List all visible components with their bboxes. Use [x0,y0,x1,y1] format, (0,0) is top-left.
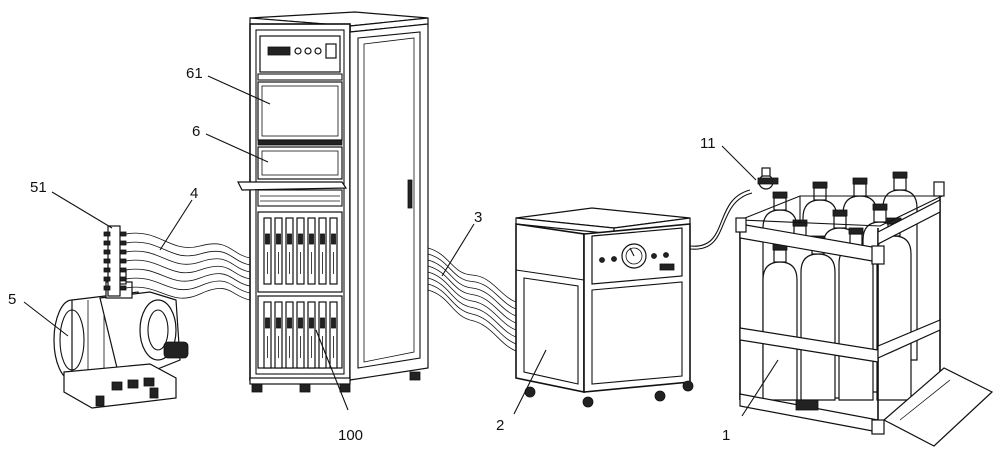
card-slot [296,301,305,369]
module-100 [257,211,343,369]
rack-cabinet [237,11,429,393]
label-61: 61 [186,65,203,82]
module-6 [257,146,343,180]
valve-11 [757,167,779,190]
gas-cylinder-rack [735,167,994,447]
knob-icon [304,47,312,55]
label-5: 5 [8,291,16,308]
label-4: 4 [190,185,198,202]
card-slot [307,301,316,369]
label-6: 6 [192,123,200,140]
display-icon [267,46,291,56]
label-3: 3 [474,209,482,226]
gas-cylinder [838,245,874,401]
card-slot [285,217,294,285]
card-slot [296,217,305,285]
door-handle [407,179,413,209]
label-11: 11 [700,135,716,152]
manifold-51 [103,225,127,297]
label-2: 2 [496,417,504,434]
label-100: 100 [338,427,363,444]
card-slot [329,301,338,369]
switch-icon [325,43,337,59]
card-slot [318,217,327,285]
pump-unit [53,269,189,409]
module-61 [257,81,343,141]
gas-hose [689,189,751,247]
gas-cylinder [762,261,798,401]
card-slot [274,301,283,369]
label-51: 51 [30,179,47,196]
card-slot [307,217,316,285]
control-cabinet [515,207,694,408]
card-slot [329,217,338,285]
card-slot [263,301,272,369]
card-slot [285,301,294,369]
card-slot [318,301,327,369]
pull-out-tray [237,181,348,191]
label-1: 1 [722,427,730,444]
gas-cylinder [800,253,836,401]
callout-labels: 61 6 51 4 5 100 3 2 11 1 [8,65,730,444]
card-slot [274,217,283,285]
card-slot [263,217,272,285]
leader-lines [23,75,779,417]
knob-icon [314,47,322,55]
tube-bundle-3 [427,247,517,352]
tube-bundle-4 [125,232,251,301]
knob-icon [294,47,302,55]
